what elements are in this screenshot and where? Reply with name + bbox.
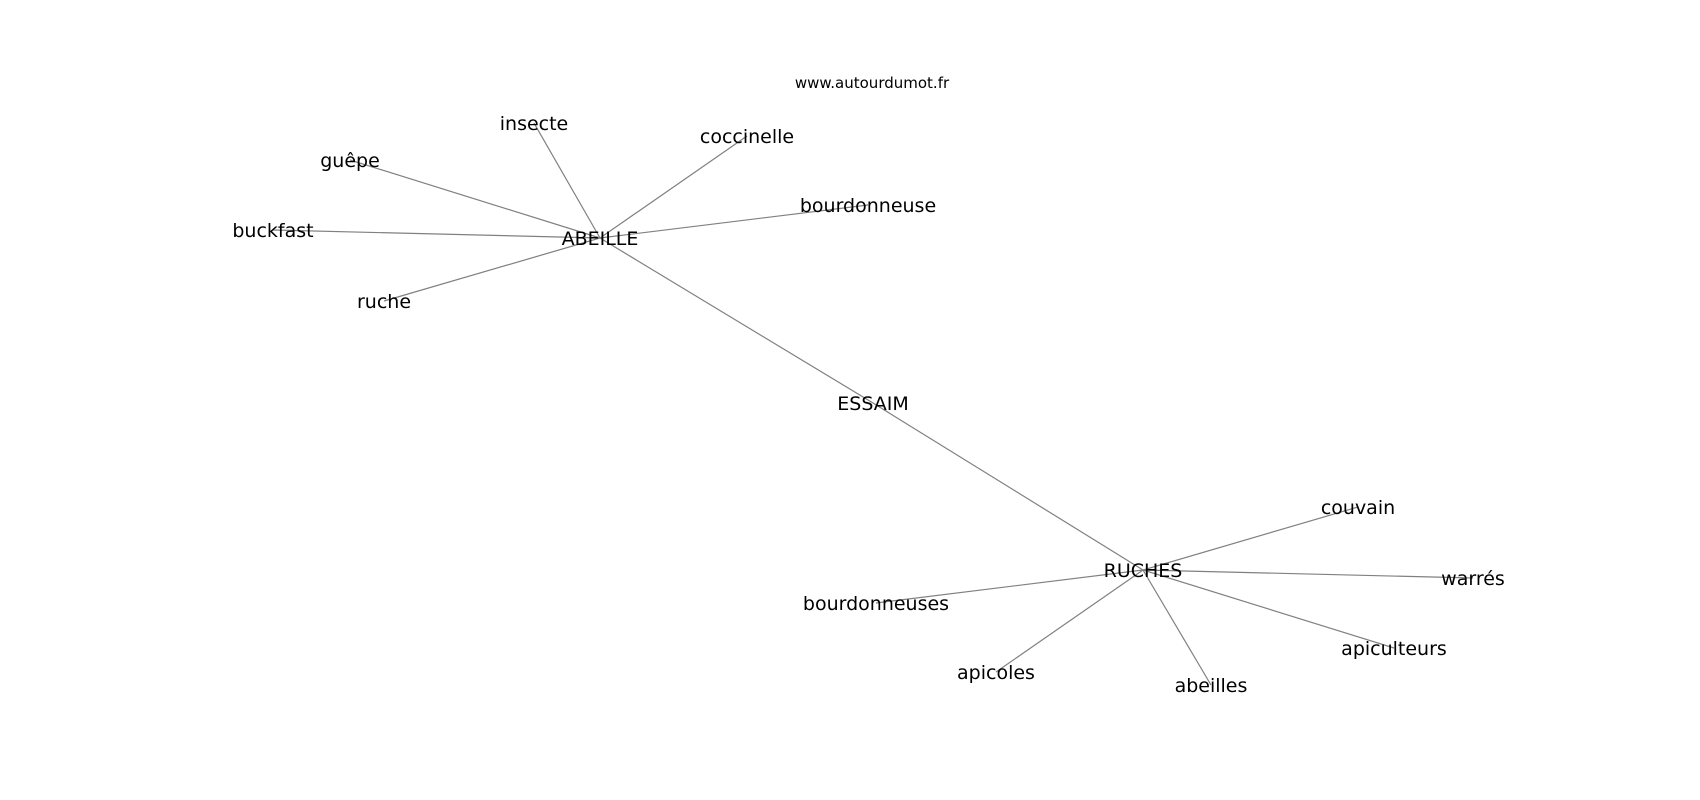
edge-ruches-apicoles (995, 569, 1144, 673)
edge-abeille-ruche (383, 237, 601, 302)
edge-abeille-buckfast (272, 229, 601, 239)
node-label-essaim[interactable]: ESSAIM (837, 393, 908, 415)
node-label-ruche[interactable]: ruche (357, 291, 411, 313)
node-label-couvain[interactable]: couvain (1321, 497, 1395, 519)
edge-ruches-abeilles (1142, 569, 1212, 686)
watermark: www.autourdumot.fr (795, 74, 950, 92)
edge-ruches-bourdonneuses (875, 569, 1144, 604)
node-label-apicoles[interactable]: apicoles (957, 662, 1035, 684)
node-label-ruches[interactable]: RUCHES (1104, 560, 1183, 582)
node-label-abeille[interactable]: ABEILLE (562, 228, 639, 250)
edge-abeille-insecte (533, 122, 601, 239)
edge-abeille-coccinelle (599, 135, 748, 239)
edge-abeille-guepe (349, 159, 601, 239)
node-label-apiculteurs[interactable]: apiculteurs (1341, 638, 1447, 660)
edge-ruches-warres (1142, 569, 1474, 579)
edge-essaim-abeille (599, 237, 874, 404)
graph-labels: ESSAIM ABEILLE RUCHES insecte coccinelle guêp… (232, 113, 1504, 697)
edge-ruches-apiculteurs (1142, 569, 1395, 649)
node-label-buckfast[interactable]: buckfast (232, 220, 313, 242)
edge-ruches-couvain (1142, 506, 1359, 571)
node-label-bourdonneuses[interactable]: bourdonneuses (803, 593, 949, 615)
node-label-warres[interactable]: warrés (1441, 568, 1505, 590)
node-label-coccinelle[interactable]: coccinelle (700, 126, 794, 148)
node-label-abeilles[interactable]: abeilles (1175, 675, 1248, 697)
node-label-bourdonneuse[interactable]: bourdonneuse (800, 195, 936, 217)
graph-edges (272, 122, 1474, 686)
edge-abeille-bourdonneuse (599, 204, 869, 239)
edge-essaim-ruches (872, 402, 1144, 571)
node-label-insecte[interactable]: insecte (500, 113, 569, 135)
node-label-guepe[interactable]: guêpe (320, 150, 380, 172)
